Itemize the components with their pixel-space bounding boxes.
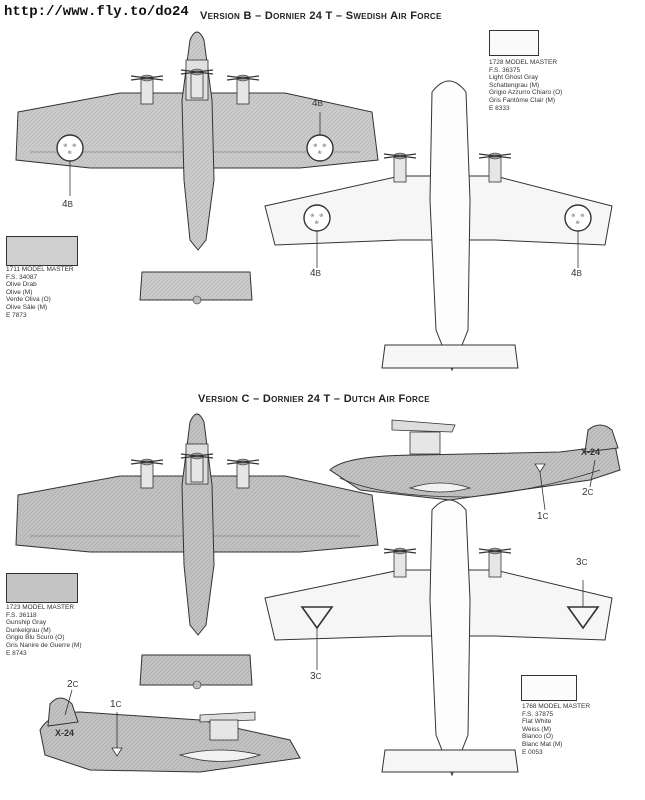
callout-b-bottom-left: 4B [310, 268, 321, 279]
swatch-1768 [521, 675, 577, 701]
callout-c-side2-2: 2C [67, 679, 79, 690]
callout-c-side-1: 1C [537, 511, 549, 522]
version-b-title: Version B – Dornier 24 T – Swedish Air F… [200, 10, 442, 22]
version-c-top-view [15, 413, 379, 690]
version-b-underside-view [264, 80, 613, 372]
callout-b-top-right: 4B [312, 98, 323, 109]
swatch-1711 [6, 236, 78, 266]
callout-c-under-left: 3C [310, 671, 322, 682]
swatch-1728 [489, 30, 539, 56]
tail-code-lower: X-24 [55, 728, 74, 738]
version-c-title: Version C – Dornier 24 T – Dutch Air For… [198, 393, 430, 405]
header-url[interactable]: http://www.fly.to/do24 [4, 4, 189, 20]
version-c-side-view-lower: X-24 [39, 689, 301, 773]
callout-c-under-right: 3C [576, 557, 588, 568]
version-c-underside-view [264, 499, 613, 777]
callout-c-side2-1: 1C [110, 699, 122, 710]
callout-b-bottom-right: 4B [571, 268, 582, 279]
tail-code-upper: X-24 [581, 447, 600, 457]
callout-c-side-2: 2C [582, 487, 594, 498]
swatch-1723 [6, 573, 78, 603]
callout-b-top-left: 4B [62, 199, 73, 210]
version-c-side-view-upper: X-24 [329, 419, 621, 511]
version-b-top-view [15, 31, 379, 305]
